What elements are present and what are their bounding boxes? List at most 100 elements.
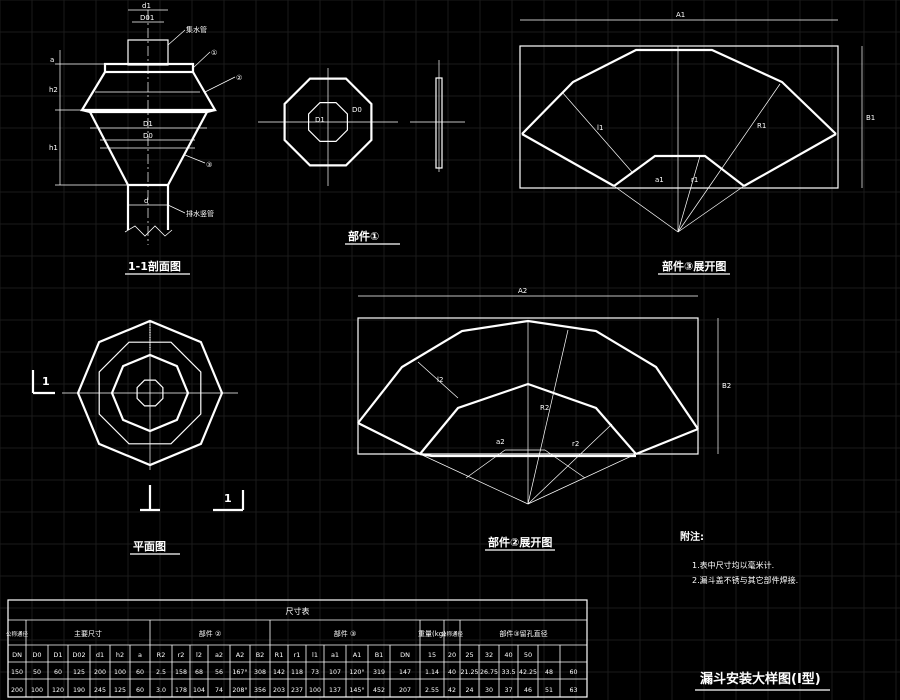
table-cell: 42 [448, 687, 456, 694]
table-sub-header: l1 [312, 651, 318, 659]
table-title: 尺寸表 [286, 606, 310, 616]
part2-dim-l2: l2 [437, 376, 443, 384]
table-sub-header: a2 [215, 651, 223, 659]
table-sub-header: R1 [275, 651, 284, 659]
dim-a: a [50, 56, 54, 64]
table-sub-header: 50 [524, 651, 532, 659]
table-cell: 137 [329, 687, 341, 694]
plan-title: 平面图 [133, 540, 166, 553]
table-cell: 3.0 [156, 687, 166, 694]
table-cell: 167° [232, 668, 247, 676]
part3-dim-A1: A1 [676, 11, 685, 19]
plan-view: 1 1 平面图 [31, 319, 245, 555]
callout-1: ① [211, 49, 217, 57]
table-cell: 178 [175, 687, 187, 694]
table-cell: 46 [524, 687, 532, 694]
table-cell: 308 [254, 669, 266, 676]
table-cell: 60 [569, 669, 577, 676]
table-group-header: 重量(kg) [418, 630, 446, 638]
table-cell: 142 [273, 669, 285, 676]
notes: 附注: 1.表中尺寸均以毫米计. 2.漏斗盖不锈与其它部件焊接. [680, 530, 798, 585]
table-sub-header: B2 [256, 651, 265, 659]
part3-dim-r1: r1 [691, 176, 698, 184]
dim-h2: h2 [49, 86, 58, 94]
part3-outer-arc [521, 48, 837, 135]
middle-band [81, 108, 216, 114]
table-sub-header: A1 [353, 651, 362, 659]
table-cell: 100 [309, 687, 321, 694]
part2-title: 部件②展开图 [488, 535, 552, 549]
part1-inner-octagon [308, 101, 348, 142]
drawing-title: 漏斗安装大样图(I型) [700, 671, 821, 687]
notes-heading: 附注: [680, 530, 704, 543]
callout-2: ② [236, 74, 242, 82]
table-cell: 118 [291, 669, 303, 676]
table-group-header: 公称通径 [441, 630, 464, 638]
table-cell: 100 [114, 669, 126, 676]
part2-dim-A2: A2 [518, 287, 527, 295]
break-line [124, 225, 173, 237]
table-sub-header: a [138, 651, 142, 659]
table-cell: 51 [545, 687, 553, 694]
part2-dim-R2: R2 [540, 404, 549, 412]
table-cell: 21.25 [460, 669, 478, 676]
table-sub-header: DN [400, 651, 410, 659]
table-cell: 33.5 [501, 669, 515, 676]
table-cell: 104 [193, 687, 205, 694]
table-cell: 48 [545, 669, 553, 676]
table-cell: 100 [31, 687, 43, 694]
table-cell: 2.55 [425, 687, 439, 694]
table-cell: 50 [33, 669, 41, 676]
plan-center-octagon [136, 379, 164, 407]
table-cell: 145° [349, 686, 364, 694]
table-sub-header: r2 [178, 651, 185, 659]
table-cell: 60 [136, 687, 144, 694]
table-cell: 200 [94, 669, 106, 676]
table-cell: 245 [94, 687, 106, 694]
table-cell: 125 [114, 687, 126, 694]
part2-bottom [419, 452, 636, 458]
table-sub-header: d1 [96, 651, 104, 659]
table-group-header: 主要尺寸 [74, 629, 102, 638]
section-view-title: 1-1剖面图 [128, 259, 181, 273]
section-view: d1 D01 D1 D0 d a h2 h1 集水管 ① ② ③ 排水竖管 1-… [49, 2, 242, 275]
table-cell: 2.5 [156, 669, 166, 676]
upper-cone [80, 71, 217, 112]
table-sub-header: 15 [428, 651, 436, 659]
part1-view: D1 D0 部件① [258, 60, 465, 245]
callout-3: ③ [206, 161, 212, 169]
dim-d: d [144, 197, 148, 205]
part3-dim-l1: l1 [597, 124, 603, 132]
part1-dim-D1: D1 [315, 116, 325, 124]
part3-inner-arc [613, 154, 745, 187]
table-cell: 37 [504, 687, 512, 694]
table-sub-header: D02 [72, 651, 85, 659]
table-cell: 26.75 [480, 669, 498, 676]
part1-outer-octagon [283, 77, 373, 167]
table-cell: 120 [52, 687, 64, 694]
part2-dim-B2: B2 [722, 382, 731, 390]
dim-D0: D0 [143, 132, 153, 140]
table-cell: 203 [273, 687, 285, 694]
table-sub-header: 20 [448, 651, 456, 659]
table-group-header: 部件 ② [199, 629, 222, 638]
table-cell: 356 [254, 687, 266, 694]
table-cell: 42.25 [519, 669, 537, 676]
table-sub-header: D0 [32, 651, 41, 659]
table-cell: 63 [569, 687, 577, 694]
table-cell: 56 [215, 669, 223, 676]
table-group-header: 公称通径 [6, 630, 29, 638]
dim-h1: h1 [49, 144, 58, 152]
table-cell: 30 [485, 687, 493, 694]
table-cell: 147 [399, 669, 411, 676]
dim-d01: D01 [140, 14, 154, 22]
table-sub-header: r1 [294, 651, 301, 659]
part1-title: 部件① [348, 229, 379, 243]
part1-dim-D0: D0 [352, 106, 362, 114]
table-cell: 60 [136, 669, 144, 676]
table-sub-header: 40 [504, 651, 512, 659]
dim-D1: D1 [143, 120, 153, 128]
part3-dim-R1: R1 [757, 122, 766, 130]
table-sub-header: 32 [485, 651, 493, 659]
